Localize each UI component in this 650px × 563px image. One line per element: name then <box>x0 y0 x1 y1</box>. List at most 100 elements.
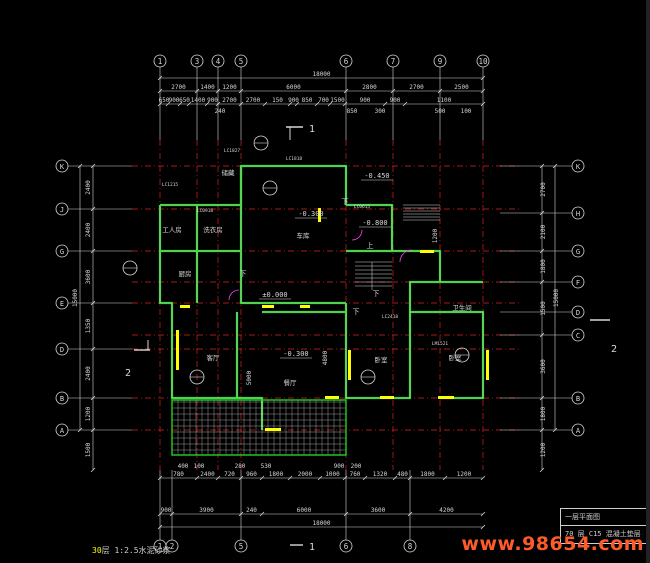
axis-bubble-label: 3 <box>195 57 200 66</box>
axis-bubble-label: 5 <box>239 542 244 551</box>
wall-west <box>159 205 241 399</box>
dim-left: 2400 <box>85 180 92 195</box>
dim-tick <box>90 300 96 306</box>
axis-bubble <box>571 305 585 319</box>
dim-tick <box>169 511 175 517</box>
dim-tick <box>165 101 171 107</box>
dim-tick <box>294 101 300 107</box>
axis-bubble-label: B <box>576 395 580 403</box>
window-marker <box>348 350 351 380</box>
dim-right: 2700 <box>540 182 547 197</box>
dim-tick <box>157 88 163 94</box>
dim-tick <box>480 101 486 107</box>
axis-bubble <box>571 391 585 405</box>
dim-left: 3600 <box>85 269 92 284</box>
axis-bubble-label: J <box>60 206 64 214</box>
title-block-line-1: 一层平面图 <box>561 509 647 526</box>
axis-bubble-label: E <box>60 300 64 308</box>
dim-top-2: 900 <box>360 97 371 104</box>
window-marker <box>438 396 454 399</box>
dim-tick <box>539 332 545 338</box>
axis-bubble <box>55 391 69 405</box>
dim-tick <box>90 395 96 401</box>
dim-top-1: 2500 <box>454 84 469 91</box>
dim-tick <box>157 75 163 81</box>
dim-tick <box>402 101 408 107</box>
axis-bubble <box>190 54 204 68</box>
axis-bubble <box>571 206 585 220</box>
dim-tick <box>177 101 183 107</box>
window-tag: LM1521 <box>432 341 449 347</box>
window-marker <box>265 428 281 431</box>
dim-tick <box>259 511 265 517</box>
axis-bubble <box>571 423 585 437</box>
dim-tick <box>262 101 268 107</box>
dim-top-1: 2800 <box>362 84 377 91</box>
dim-tick <box>539 210 545 216</box>
dim-top-2: 850 <box>302 97 313 104</box>
dim-left: 1200 <box>85 406 92 421</box>
dim-top-total: 18000 <box>312 71 330 78</box>
axis-bubble <box>55 342 69 356</box>
dim-tick <box>539 279 545 285</box>
axis-bubble <box>55 159 69 173</box>
dim-tick <box>480 511 486 517</box>
dim-top-2: 2700 <box>222 97 237 104</box>
axis-bubble <box>571 159 585 173</box>
dim-bottom-2: 6000 <box>297 507 312 514</box>
dim-tick <box>362 475 368 481</box>
axis-bubble <box>476 54 490 68</box>
dim-right: 3600 <box>540 359 547 374</box>
axis-bubble <box>55 296 69 310</box>
room-name: 储藏 <box>222 168 236 177</box>
dim-tick <box>238 101 244 107</box>
dim-right: 1200 <box>540 442 547 457</box>
dim-tick <box>238 475 244 481</box>
dim-tick <box>539 395 545 401</box>
dim-tick <box>157 475 163 481</box>
dim-tick <box>539 163 545 169</box>
dim-left: 2400 <box>85 222 92 237</box>
window-tag: LC2418 <box>382 314 399 320</box>
dim-tick <box>194 88 200 94</box>
dim-tick <box>382 101 388 107</box>
wall-laundry <box>160 250 198 303</box>
room-name: 餐厅 <box>284 378 298 387</box>
dim-tick <box>77 163 83 169</box>
axis-bubble <box>339 539 353 553</box>
section-label: 2 <box>611 344 617 355</box>
window-marker <box>180 305 190 308</box>
dim-top-2: 650 <box>179 97 190 104</box>
axis-bubble-label: 9 <box>438 57 443 66</box>
dim-bottom-near: 200 <box>351 463 362 470</box>
axis-bubble-label: C <box>576 332 580 340</box>
dim-tick <box>314 101 320 107</box>
dim-top-1: 1200 <box>222 84 237 91</box>
window-marker <box>420 250 434 253</box>
dim-top-3: 240 <box>215 108 226 115</box>
wall-center <box>239 166 346 305</box>
axis-bubble-label: A <box>60 427 65 435</box>
axis-bubble <box>339 54 353 68</box>
axis-bubble <box>165 539 179 553</box>
wall-center <box>240 166 346 304</box>
level-mark: -0.300 <box>298 210 323 218</box>
dim-bottom-1: 720 <box>224 471 235 478</box>
window-tag: LC0615 <box>354 204 371 210</box>
dim-tick <box>342 101 348 107</box>
watermark: www.98654.com <box>461 533 644 555</box>
dim-top-2: 650 <box>159 97 170 104</box>
dim-top-2: 1500 <box>330 97 345 104</box>
dim-bottom-total: 18000 <box>312 520 330 527</box>
dim-bottom-1: 1200 <box>457 471 472 478</box>
dim-tick <box>287 475 293 481</box>
dim-top-2: 2700 <box>246 97 261 104</box>
axis-bubble-label: 2 <box>170 542 175 551</box>
dim-tick <box>407 475 413 481</box>
dim-top-1: 2700 <box>409 84 424 91</box>
dim-bottom-1: 2000 <box>298 471 313 478</box>
dim-top-2: 1400 <box>191 97 206 104</box>
scrollbar[interactable] <box>646 0 650 563</box>
dim-top-2: 900 <box>207 97 218 104</box>
stair-label: 下 <box>353 308 360 316</box>
